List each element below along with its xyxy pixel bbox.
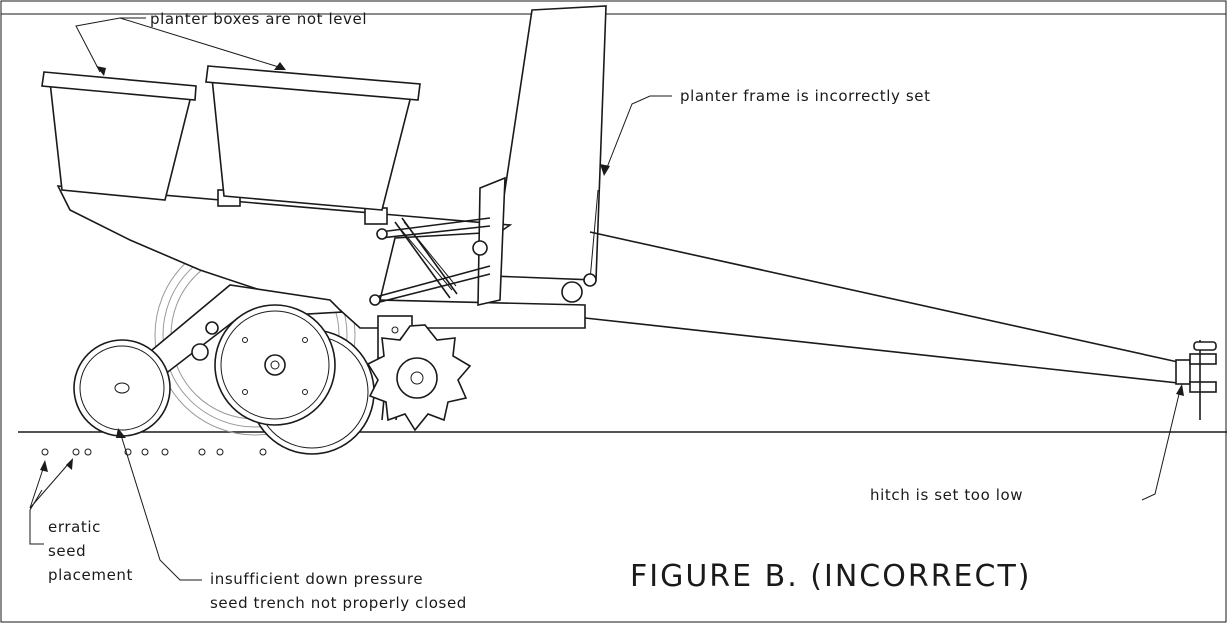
planter-box-2 — [205, 65, 421, 211]
toolbar-frame — [491, 5, 607, 287]
hitch-tongue — [584, 231, 1217, 420]
seed-dots — [41, 448, 267, 456]
parallel-linkage — [369, 176, 583, 307]
annotation-planter-boxes: planter boxes are not level — [150, 10, 367, 28]
annotation-planter-frame: planter frame is incorrectly set — [680, 87, 931, 105]
annotation-erratic-2: seed — [48, 542, 86, 560]
annotation-hitch: hitch is set too low — [870, 486, 1023, 504]
annotation-pressure-2: seed trench not properly closed — [210, 594, 467, 612]
gauge-wheel — [73, 339, 171, 437]
planter-box-1 — [41, 71, 197, 201]
spiked-closing-wheel — [366, 324, 472, 432]
annotation-erratic-3: placement — [48, 566, 133, 584]
figure-caption: FIGURE B. (INCORRECT) — [630, 559, 1031, 594]
main-wheel — [214, 304, 336, 426]
leader-lines — [29, 17, 1184, 581]
annotation-pressure-1: insufficient down pressure — [210, 570, 423, 588]
annotation-erratic-1: erratic — [48, 518, 101, 536]
